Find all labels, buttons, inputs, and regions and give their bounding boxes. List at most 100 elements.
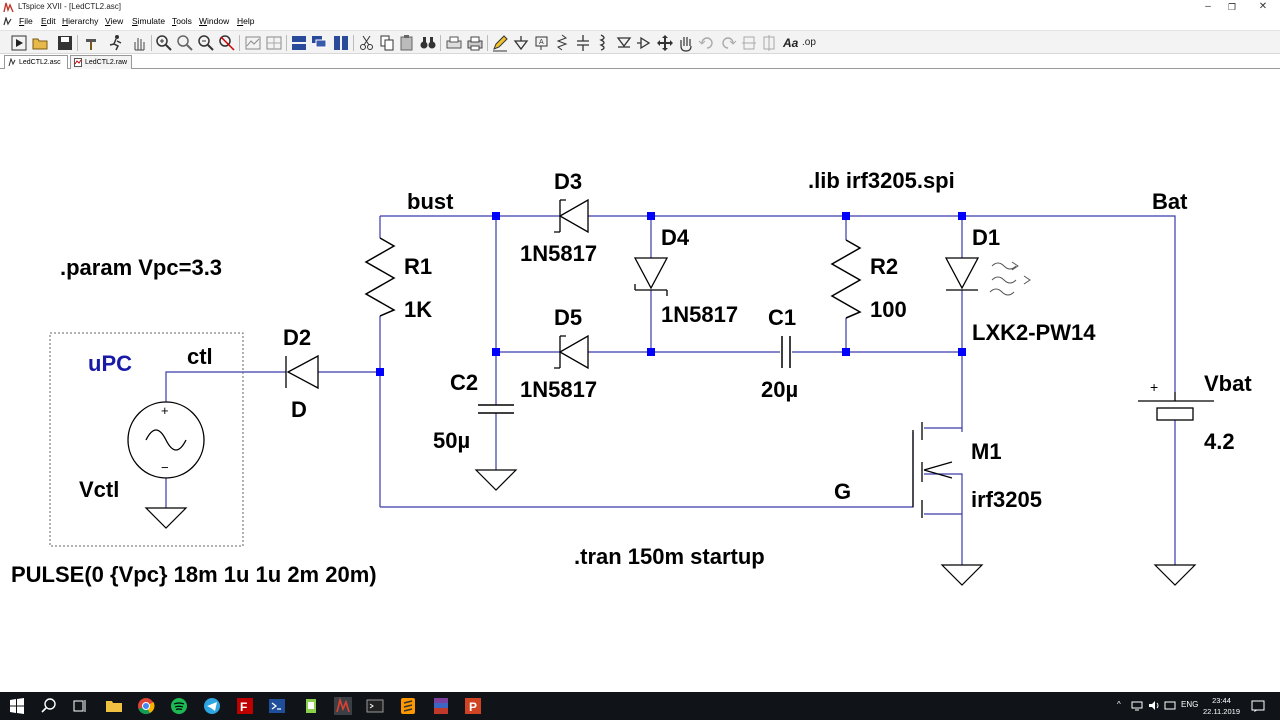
capacitor-c1-symbol[interactable] [781, 336, 791, 368]
document-icon[interactable] [3, 17, 12, 26]
halt-runner-icon[interactable] [107, 34, 125, 52]
d2-name[interactable]: D2 [283, 325, 311, 350]
powerpoint-icon[interactable]: P [464, 697, 482, 715]
c2-name[interactable]: C2 [450, 370, 478, 395]
run-icon[interactable] [10, 34, 28, 52]
r2-value[interactable]: 100 [870, 297, 907, 322]
battery-vbat-symbol[interactable] [1138, 392, 1214, 421]
tile-horizontal-icon[interactable] [290, 34, 308, 52]
menu-view[interactable]: View [105, 16, 124, 26]
ground-vctl-symbol[interactable] [144, 507, 188, 529]
filezilla-icon[interactable]: F [236, 697, 254, 715]
ground-m1-symbol[interactable] [940, 564, 984, 586]
tab-ledctl2-asc[interactable]: LedCTL2.asc [4, 55, 68, 69]
draw-wire-pencil-icon[interactable] [491, 34, 509, 52]
inductor-icon[interactable] [594, 34, 612, 52]
d3-value[interactable]: 1N5817 [520, 241, 597, 266]
clock[interactable]: 23:44 22.11.2019 [1203, 695, 1240, 717]
tray-overflow-icon[interactable]: ^ [1117, 700, 1121, 709]
cascade-icon[interactable] [311, 34, 329, 52]
voltage-source-vctl-symbol[interactable] [127, 401, 205, 479]
net-label-bust[interactable]: bust [407, 189, 454, 214]
net-label-ctl[interactable]: ctl [187, 344, 213, 369]
vbat-name[interactable]: Vbat [1204, 371, 1252, 396]
d4-value[interactable]: 1N5817 [661, 302, 738, 327]
copy-icon[interactable] [378, 34, 396, 52]
resistor-r1-symbol[interactable] [364, 237, 396, 317]
save-icon[interactable] [56, 34, 74, 52]
ground-icon[interactable] [512, 34, 530, 52]
chrome-icon[interactable] [137, 697, 155, 715]
powershell-icon[interactable] [268, 697, 286, 715]
zoom-area-icon[interactable] [176, 34, 194, 52]
r1-name[interactable]: R1 [404, 254, 432, 279]
telegram-icon[interactable] [203, 697, 221, 715]
notifications-icon[interactable] [1251, 699, 1265, 713]
spotify-icon[interactable] [170, 697, 188, 715]
schematic-canvas[interactable]: + − + .lib irf3205.spi .param Vpc=3.3 .t… [0, 70, 1280, 692]
sublime-text-icon[interactable] [399, 697, 417, 715]
diode-d3-symbol[interactable] [554, 198, 589, 234]
net-label-gate[interactable]: G [834, 479, 851, 504]
print-preview-icon[interactable] [445, 34, 463, 52]
zoom-fit-icon[interactable] [218, 34, 236, 52]
tab-ledctl2-raw[interactable]: LedCTL2.raw [70, 55, 132, 69]
redo-icon[interactable] [719, 34, 737, 52]
network-icon[interactable] [1131, 700, 1143, 711]
text-tool-button[interactable]: Aa [783, 36, 799, 50]
menu-hierarchy[interactable]: Hierarchy [62, 16, 99, 26]
ground-vbat-symbol[interactable] [1153, 564, 1197, 586]
notepad-icon[interactable] [302, 697, 320, 715]
d2-value[interactable]: D [291, 397, 307, 422]
undo-icon[interactable] [698, 34, 716, 52]
cut-icon[interactable] [358, 34, 376, 52]
r1-value[interactable]: 1K [404, 297, 432, 322]
tran-directive[interactable]: .tran 150m startup [574, 544, 765, 569]
vbat-value[interactable]: 4.2 [1204, 429, 1235, 454]
open-folder-icon[interactable] [31, 34, 49, 52]
pan-hand-icon[interactable] [130, 34, 148, 52]
autorange-icon[interactable] [244, 34, 262, 52]
capacitor-icon[interactable] [574, 34, 592, 52]
diode-d4-symbol[interactable] [633, 257, 669, 296]
component-icon[interactable] [635, 34, 653, 52]
volume-icon[interactable] [1148, 700, 1160, 711]
mirror-icon[interactable] [760, 34, 778, 52]
zoom-in-icon[interactable] [155, 34, 173, 52]
led-d1-symbol[interactable] [944, 257, 1031, 296]
task-view-icon[interactable] [71, 697, 89, 715]
r2-name[interactable]: R2 [870, 254, 898, 279]
d4-name[interactable]: D4 [661, 225, 690, 250]
vctl-name[interactable]: Vctl [79, 477, 119, 502]
hammer-icon[interactable] [83, 34, 101, 52]
upc-block-label[interactable]: uPC [88, 351, 132, 376]
diode-d2-symbol[interactable] [285, 354, 319, 390]
diode-icon[interactable] [615, 34, 633, 52]
zoom-out-icon[interactable] [197, 34, 215, 52]
print-icon[interactable] [466, 34, 484, 52]
language-switch-icon[interactable] [1164, 700, 1176, 711]
resistor-r2-symbol[interactable] [830, 239, 862, 319]
capacitor-c2-symbol[interactable] [478, 404, 514, 414]
diode-d5-symbol[interactable] [554, 334, 589, 370]
label-net-icon[interactable]: A [533, 34, 551, 52]
menu-help[interactable]: Help [237, 16, 255, 26]
rotate-icon[interactable] [740, 34, 758, 52]
menu-file[interactable]: File [19, 16, 33, 26]
windows-start-icon[interactable] [8, 697, 26, 715]
grid-icon[interactable] [265, 34, 283, 52]
d5-name[interactable]: D5 [554, 305, 582, 330]
c2-value[interactable]: 50µ [433, 428, 470, 453]
ltspice-taskbar-icon[interactable] [334, 697, 352, 715]
drag-hand-icon[interactable] [677, 34, 695, 52]
net-label-bat[interactable]: Bat [1152, 189, 1188, 214]
resistor-icon[interactable] [553, 34, 571, 52]
spice-directive-button[interactable]: .op [802, 37, 816, 48]
terminal-icon[interactable] [366, 697, 384, 715]
c1-name[interactable]: C1 [768, 305, 796, 330]
minimize-button[interactable]: – [1205, 1, 1211, 12]
file-explorer-icon[interactable] [105, 697, 123, 715]
paste-icon[interactable] [398, 34, 416, 52]
move-icon[interactable] [656, 34, 674, 52]
d1-name[interactable]: D1 [972, 225, 1000, 250]
